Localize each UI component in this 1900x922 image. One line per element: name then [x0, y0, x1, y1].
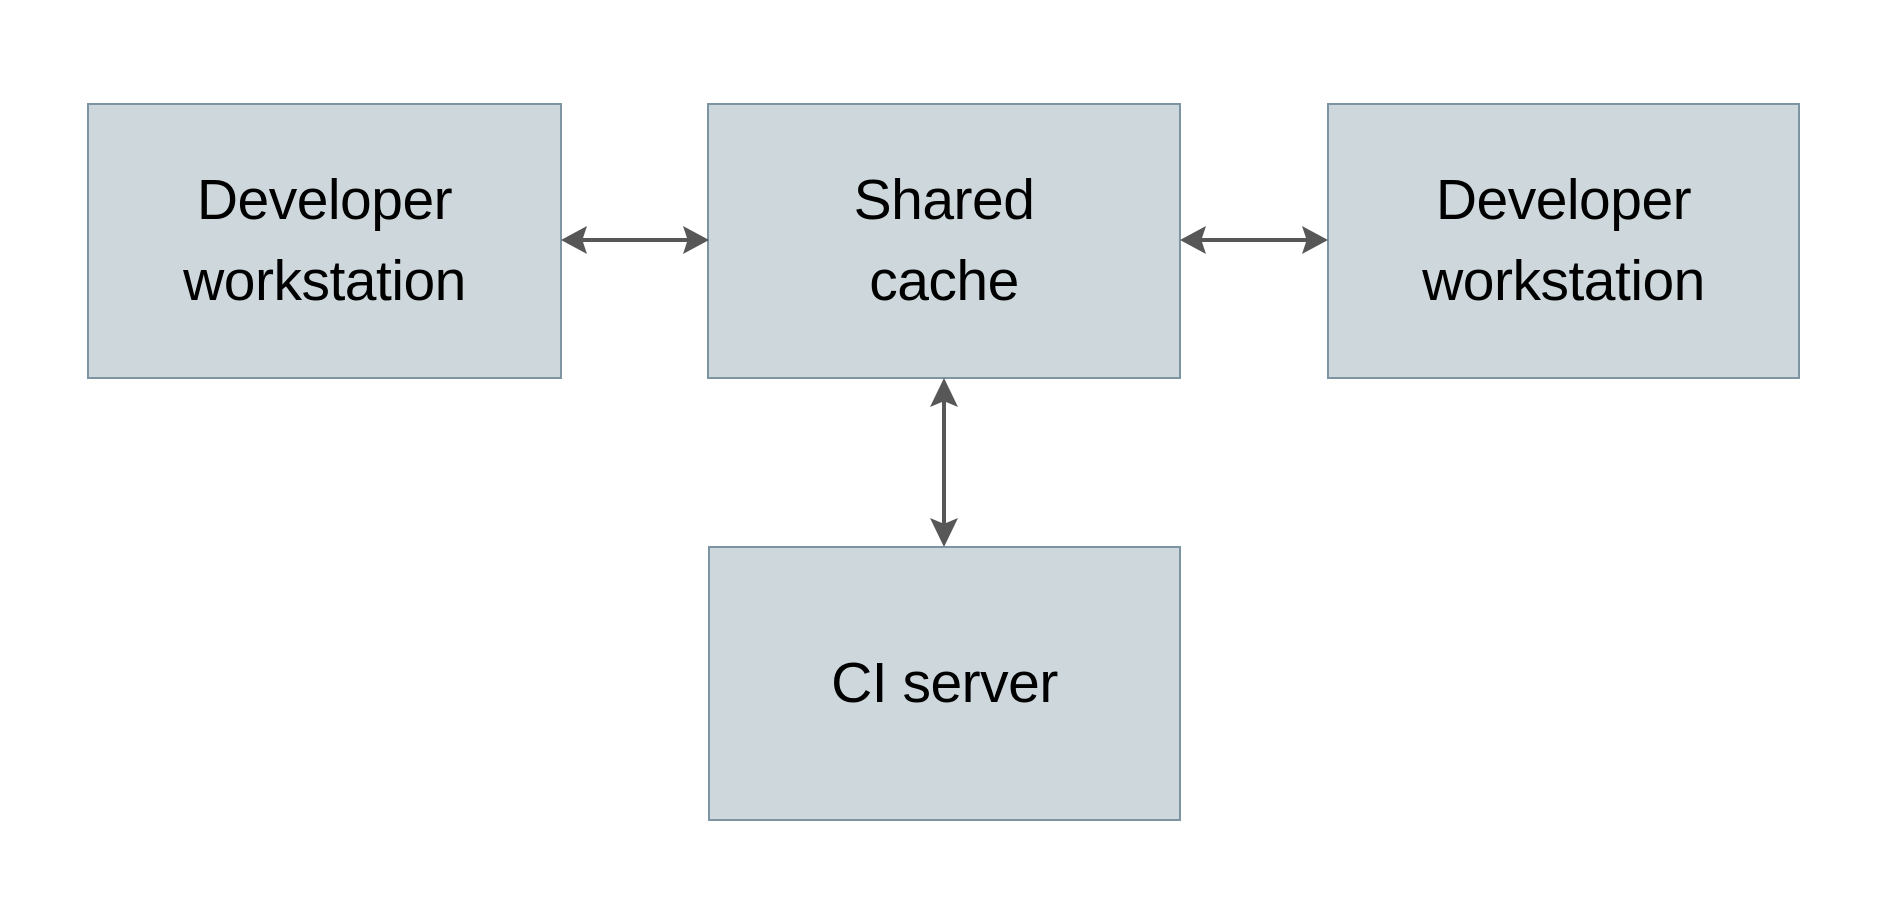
node-developer-workstation-right[interactable]: Developer workstation [1327, 103, 1800, 379]
double-arrow-icon [930, 378, 958, 547]
connector-shared-cache-to-ci-server [930, 378, 958, 547]
double-arrow-icon [561, 226, 709, 254]
node-developer-workstation-left[interactable]: Developer workstation [87, 103, 562, 379]
node-label: Developer workstation [183, 168, 466, 313]
connector-developer-left-to-shared-cache [561, 226, 709, 254]
connector-shared-cache-to-developer-right [1180, 226, 1328, 254]
double-arrow-icon [1180, 226, 1328, 254]
node-ci-server[interactable]: CI server [708, 546, 1181, 821]
node-shared-cache[interactable]: Shared cache [707, 103, 1181, 379]
node-label: Shared cache [853, 168, 1035, 313]
node-label: CI server [831, 651, 1058, 716]
node-label: Developer workstation [1422, 168, 1705, 313]
